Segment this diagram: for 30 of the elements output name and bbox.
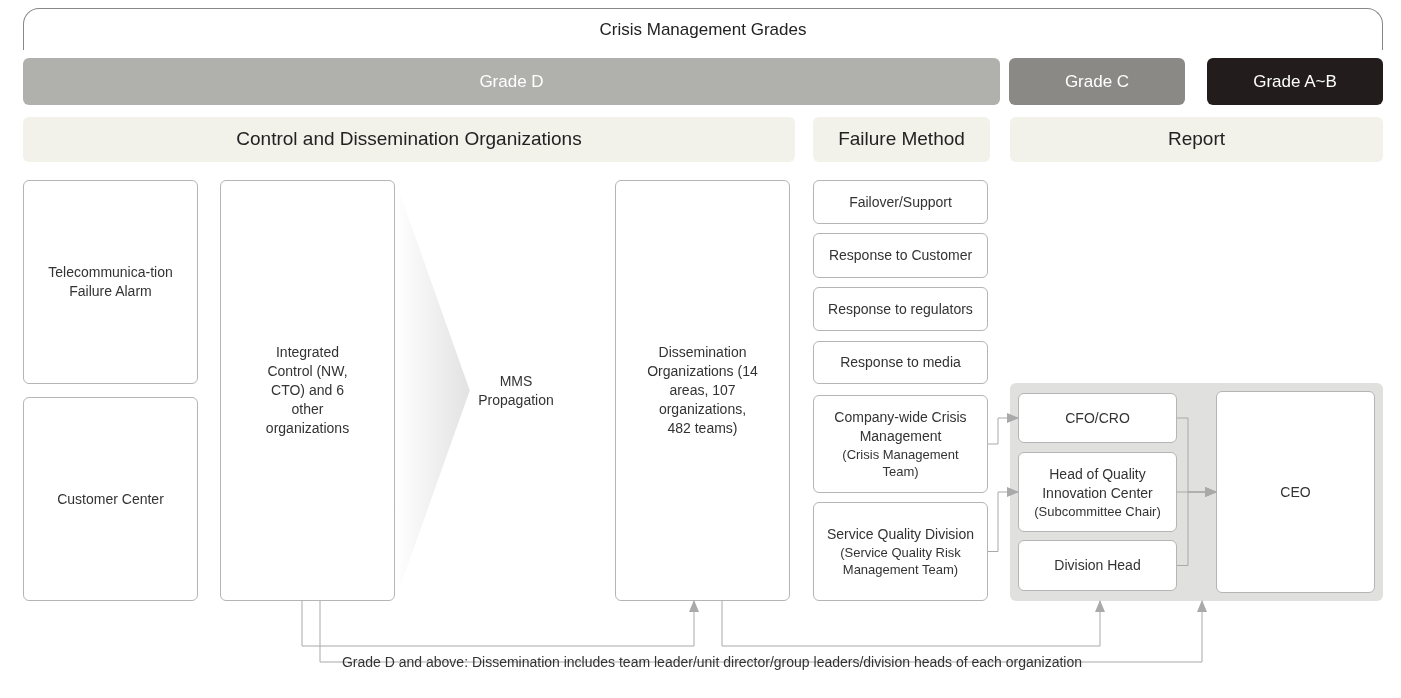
process-box: Dissemination Organizations (14 areas, 107 organizations, 482 teams) [615, 180, 790, 601]
grade-bar: Grade C [1009, 58, 1185, 105]
grade-bar: Grade A~B [1207, 58, 1383, 105]
grade-bar: Grade D [23, 58, 1000, 105]
connector-arrow [301, 600, 699, 647]
process-box: Division Head [1018, 540, 1177, 591]
caption: Grade D and above: Dissemination includes team leader/unit director/group leaders/division heads of each organization [340, 653, 1084, 672]
connector-arrow [1176, 487, 1217, 566]
process-box: Customer Center [23, 397, 198, 601]
process-box: Response to regulators [813, 287, 988, 331]
section-header: Failure Method [813, 117, 990, 162]
process-box: Company-wide Crisis Management (Crisis Management Team) [813, 395, 988, 493]
grades-bracket: Crisis Management Grades [23, 8, 1383, 50]
process-box: Failover/Support [813, 180, 988, 224]
section-header: Report [1010, 117, 1383, 162]
connector-arrow [319, 600, 1207, 663]
connector-arrow [721, 600, 1105, 647]
process-box: CEO [1216, 391, 1375, 593]
process-box: Service Quality Division (Service Quality Risk Management Team) [813, 502, 988, 601]
edge-label: MMS Propagation [477, 372, 555, 410]
process-box: Integrated Control (NW, CTO) and 6 other organizations [220, 180, 395, 601]
process-box: Response to Customer [813, 233, 988, 278]
process-box: Response to media [813, 341, 988, 384]
connector-arrow [987, 413, 1019, 445]
process-box: CFO/CRO [1018, 393, 1177, 443]
section-header: Control and Dissemination Organizations [23, 117, 795, 162]
process-box: Head of Quality Innovation Center (Subcommittee Chair) [1018, 452, 1177, 532]
report-panel [1010, 383, 1383, 601]
connector-arrow [987, 487, 1019, 552]
process-box: Telecommunica-tion Failure Alarm [23, 180, 198, 384]
